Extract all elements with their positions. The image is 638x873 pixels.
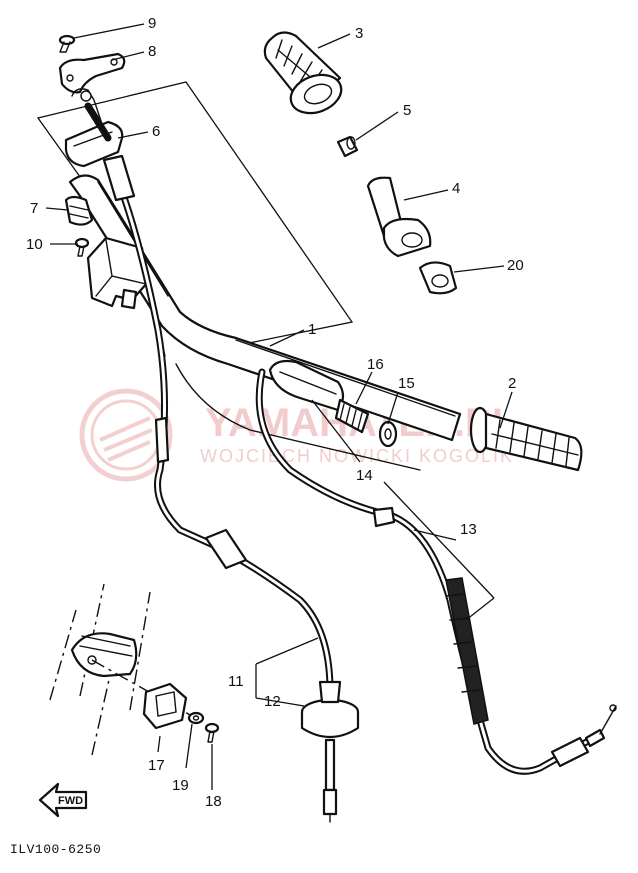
handlebar [68, 174, 462, 471]
callout-15: 15 [398, 375, 415, 392]
fork-mount-bracket [70, 632, 138, 678]
forward-arrow-icon: FWD [38, 782, 88, 818]
callouts: 9 8 3 5 6 4 7 10 20 1 16 15 2 14 13 11 1… [26, 15, 524, 810]
leader-lines [45, 23, 513, 790]
callout-20: 20 [507, 257, 524, 274]
cable-adjuster [84, 102, 112, 142]
callout-11: 11 [228, 673, 244, 690]
right-grip [469, 406, 583, 472]
callout-12: 12 [264, 693, 281, 710]
forward-label: FWD [58, 795, 83, 807]
callout-17: 17 [148, 757, 165, 774]
bolt-small [74, 237, 90, 257]
callout-14: 14 [356, 467, 373, 484]
watermark-owner: WOJCIECH NOWICKI KOGOLIK [200, 446, 514, 466]
callout-5: 5 [403, 102, 411, 119]
lever-holder [86, 236, 150, 310]
screw-mount [204, 722, 220, 743]
cable-end-link [71, 88, 103, 125]
callout-2: 2 [508, 375, 516, 392]
throttle-cable [102, 154, 334, 694]
cable-guide [142, 682, 188, 730]
callout-8: 8 [148, 43, 156, 60]
callout-3: 3 [355, 25, 363, 42]
washer [187, 711, 205, 725]
drawing-code: ILV100-6250 [10, 842, 101, 857]
collar [336, 135, 359, 158]
screw-top [58, 34, 76, 53]
throttle-grip-tube [366, 176, 432, 258]
mount-alignment-line [91, 659, 193, 717]
callout-16: 16 [367, 356, 384, 373]
callout-6: 6 [152, 123, 160, 140]
callout-18: 18 [205, 793, 222, 810]
spacer [418, 261, 458, 295]
callout-10: 10 [26, 236, 43, 253]
clamp-bracket [64, 195, 94, 226]
clutch-cable [255, 368, 617, 775]
callout-9: 9 [148, 15, 156, 32]
callout-13: 13 [460, 521, 477, 538]
callout-1: 1 [308, 321, 316, 338]
left-grip [263, 31, 343, 115]
lever-sleeve [268, 359, 398, 448]
fork-edge-lower [91, 639, 119, 756]
callout-7: 7 [30, 200, 38, 217]
callout-19: 19 [172, 777, 189, 794]
fork-edge [49, 609, 77, 701]
cable-damper [300, 680, 360, 823]
callout-4: 4 [452, 180, 460, 197]
watermark-logo [79, 388, 173, 482]
